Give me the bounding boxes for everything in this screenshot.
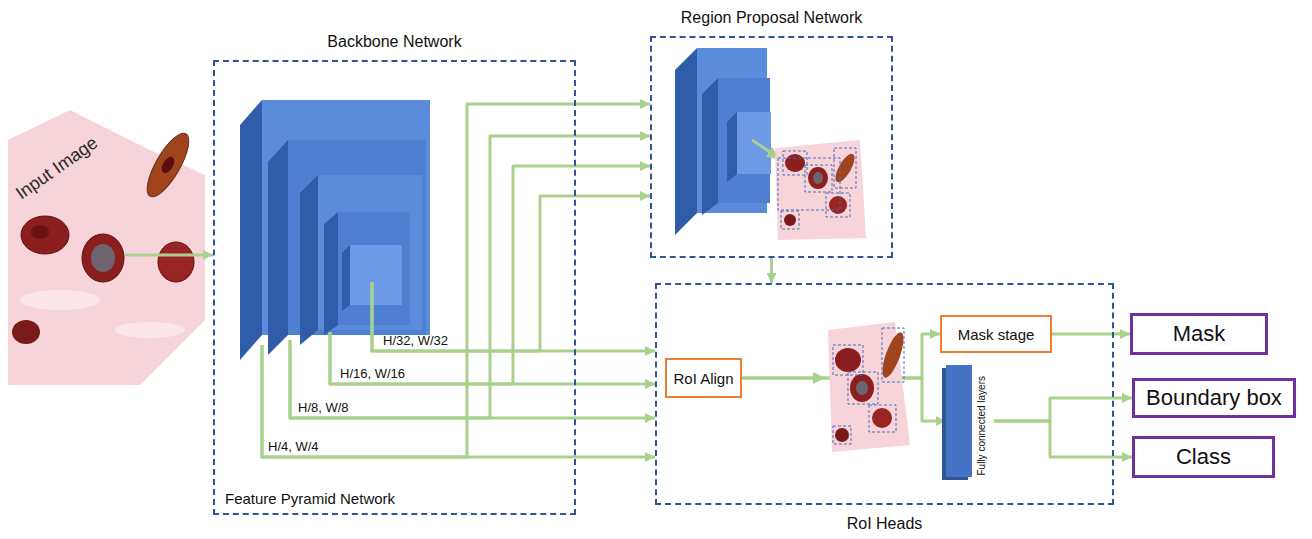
node-title: RoI Align <box>673 370 733 387</box>
proposal-picture-part-part <box>826 193 850 217</box>
proposal-picture-part <box>813 172 823 184</box>
rpn-layers-part <box>752 140 770 152</box>
output-box: Boundary box <box>1132 378 1296 418</box>
roi-crop-picture-part-part <box>869 405 896 432</box>
node-title: Region Proposal Network <box>652 9 891 27</box>
scale-label: H/4, W/4 <box>268 439 319 454</box>
roi-crop-picture-part <box>835 348 861 372</box>
roi-crop-picture-part-part <box>833 426 851 444</box>
rpn-layers-part <box>675 48 697 235</box>
roi-crop-picture-part <box>872 408 892 428</box>
rpn-layers-part <box>737 112 771 174</box>
input-image-picture-part <box>21 216 69 254</box>
input-image-picture-part <box>158 242 194 282</box>
backbone-layers <box>240 100 430 360</box>
node-title: Class <box>1176 444 1231 470</box>
roi-crop-picture <box>813 322 910 452</box>
rpn-layers-part <box>718 78 770 203</box>
roi-heads-group: RoI Align Mask stageFully connected layer… <box>655 283 1114 505</box>
rpn-layers-part <box>702 78 718 215</box>
flow-arrow <box>262 104 650 457</box>
backbone-group: Backbone NetworkFeature Pyramid Network <box>213 60 576 515</box>
proposal-picture-part <box>784 214 796 226</box>
rpn-group: Region Proposal Network <box>650 36 893 258</box>
roi-crop-picture-part <box>856 381 868 395</box>
flow-arrow <box>262 345 655 457</box>
proposal-picture-part <box>829 196 847 214</box>
proposal-picture-part <box>785 154 805 172</box>
proposal-picture-part <box>832 151 858 185</box>
input-image-picture-part <box>82 234 124 282</box>
roi-crop-picture-part-part <box>848 372 878 404</box>
fc-layer: Fully connected layers <box>946 365 994 477</box>
input-image-picture <box>8 110 205 385</box>
roi-crop-picture-part <box>850 374 874 402</box>
input-image-picture-part <box>12 320 40 344</box>
roi-crop-picture-part <box>878 330 908 380</box>
backbone-layers-part <box>300 175 318 345</box>
node-subtitle: Feature Pyramid Network <box>225 490 395 507</box>
input-image-picture-part <box>20 290 100 310</box>
roi-crop-picture-part <box>835 428 849 442</box>
roi-crop-picture-part <box>828 322 910 452</box>
proposal-picture-part-part <box>783 151 807 175</box>
backbone-layers-part <box>268 140 288 355</box>
node-title: Mask stage <box>958 326 1035 343</box>
flow-arrow <box>1052 333 1130 336</box>
flow-arrow <box>372 196 650 351</box>
node-title: Input Image <box>12 132 102 204</box>
flow-arrow <box>994 421 1132 457</box>
flow-arrow <box>770 258 773 283</box>
scale-label: H/32, W/32 <box>383 333 448 348</box>
backbone-layers-part <box>240 100 262 360</box>
flow-arrow <box>994 398 1132 421</box>
backbone-layers-part <box>342 245 350 311</box>
roi-crop-picture-part <box>813 372 825 384</box>
backbone-layers-part <box>338 212 410 325</box>
proposal-picture-part <box>775 140 866 240</box>
scale-label: H/16, W/16 <box>340 366 405 381</box>
process-box: RoI Align <box>665 358 742 398</box>
input-image-picture-part <box>159 155 177 176</box>
node-title: RoI Heads <box>657 515 1112 533</box>
proposal-picture-part-part <box>778 158 840 210</box>
input-image-picture-part <box>140 128 197 202</box>
proposal-picture-part-part <box>834 148 856 188</box>
proposal-picture <box>775 140 866 240</box>
process-box: Mask stage <box>940 315 1052 353</box>
roi-crop-picture-part-part <box>882 328 904 382</box>
input-image-picture-part <box>91 244 115 272</box>
proposal-picture-part-part <box>805 165 832 192</box>
fc-bar <box>946 365 972 477</box>
output-box: Mask <box>1130 313 1268 355</box>
input-image-picture-part <box>8 110 205 385</box>
flow-arrow <box>372 282 655 351</box>
flow-arrow <box>330 332 655 384</box>
rpn-layers <box>675 48 780 235</box>
rpn-layers-part <box>727 112 737 182</box>
input-image-picture-part <box>115 322 185 338</box>
scale-label: H/8, W/8 <box>298 400 349 415</box>
node-title: Backbone Network <box>215 33 574 51</box>
input-image: Input Image <box>8 105 125 385</box>
roi-crop-picture-part <box>833 328 904 444</box>
proposal-picture-part <box>808 167 828 189</box>
flow-arrow <box>125 254 213 257</box>
node-title: Boundary box <box>1146 385 1282 411</box>
node-title: Fully connected layers <box>976 376 987 476</box>
proposal-picture-part <box>778 148 856 229</box>
backbone-layers-part <box>324 212 338 335</box>
input-image-picture-part <box>31 225 49 239</box>
flow-arrow <box>290 136 650 418</box>
backbone-layers-part <box>350 245 402 305</box>
proposal-picture-part-part <box>781 211 799 229</box>
roi-crop-picture-part-part <box>833 345 863 375</box>
output-box: Class <box>1132 436 1275 478</box>
node-title: Mask <box>1173 321 1226 347</box>
